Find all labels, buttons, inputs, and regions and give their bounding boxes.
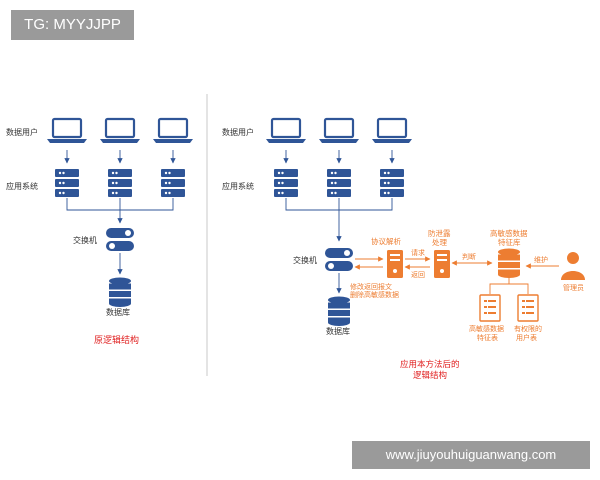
- laptop-icon: [317, 117, 361, 145]
- maintain-label: 维护: [534, 255, 548, 264]
- admin-label: 管理员: [563, 283, 584, 292]
- left-db-label: 数据库: [106, 307, 130, 317]
- server-icon: [108, 169, 132, 197]
- left-diagram: 数据用户 应用系统 交换机 数据库 原逻辑结构: [6, 117, 195, 346]
- right-switch-label: 交换机: [293, 255, 317, 265]
- request-label: 请求: [411, 248, 425, 257]
- protocol-label: 协议解析: [371, 236, 401, 246]
- perm-label-2: 用户表: [516, 333, 537, 342]
- permission-table-icon: [517, 294, 539, 322]
- right-caption-2: 逻辑结构: [413, 370, 447, 381]
- sens-db-label-1: 高敏感数据: [490, 228, 528, 238]
- server-icon: [327, 169, 351, 197]
- laptop-icon: [151, 117, 195, 145]
- watermark-tag: TG: MYYJJPP: [11, 10, 134, 40]
- watermark-url: www.jiuyouhuiguanwang.com: [352, 441, 590, 469]
- right-diagram: 数据用户 应用系统 交换机 数据库 协议解析 修改返回报文 删除高敏感数据 请求…: [222, 117, 585, 381]
- judge-label: 判断: [462, 252, 476, 261]
- left-caption: 原逻辑结构: [94, 334, 139, 346]
- left-apps-label: 应用系统: [6, 181, 38, 191]
- modify-label-2: 删除高敏感数据: [350, 290, 399, 299]
- leak-label-1: 防泄露: [428, 228, 451, 238]
- left-switch-label: 交换机: [73, 235, 97, 245]
- database-icon: [328, 296, 350, 326]
- protocol-parser-icon: [387, 250, 403, 278]
- return-label: 返回: [411, 271, 425, 279]
- switch-icon: [325, 248, 353, 271]
- right-caption-1: 应用本方法后的: [400, 359, 460, 370]
- laptop-icon: [98, 117, 142, 145]
- laptop-icon: [370, 117, 414, 145]
- admin-icon: [561, 252, 585, 280]
- laptop-icon: [264, 117, 308, 145]
- sensitive-database-icon: [498, 248, 520, 278]
- right-db-label: 数据库: [326, 326, 350, 336]
- perm-label-1: 有权限的: [514, 324, 542, 333]
- modify-label-1: 修改返回报文: [350, 282, 392, 291]
- sens-db-label-2: 特征库: [498, 237, 521, 247]
- right-users-label: 数据用户: [222, 127, 254, 137]
- server-icon: [380, 169, 404, 197]
- feature-label-1: 高敏感数据: [469, 324, 504, 333]
- leak-label-2: 处理: [432, 237, 447, 247]
- server-icon: [55, 169, 79, 197]
- database-icon: [109, 277, 131, 307]
- right-apps-label: 应用系统: [222, 181, 254, 191]
- leak-prevention-icon: [434, 250, 450, 278]
- feature-table-icon: [479, 294, 501, 322]
- feature-label-2: 特征表: [477, 333, 498, 342]
- switch-icon: [106, 228, 134, 251]
- left-users-label: 数据用户: [6, 127, 38, 137]
- server-icon: [274, 169, 298, 197]
- laptop-icon: [45, 117, 89, 145]
- server-icon: [161, 169, 185, 197]
